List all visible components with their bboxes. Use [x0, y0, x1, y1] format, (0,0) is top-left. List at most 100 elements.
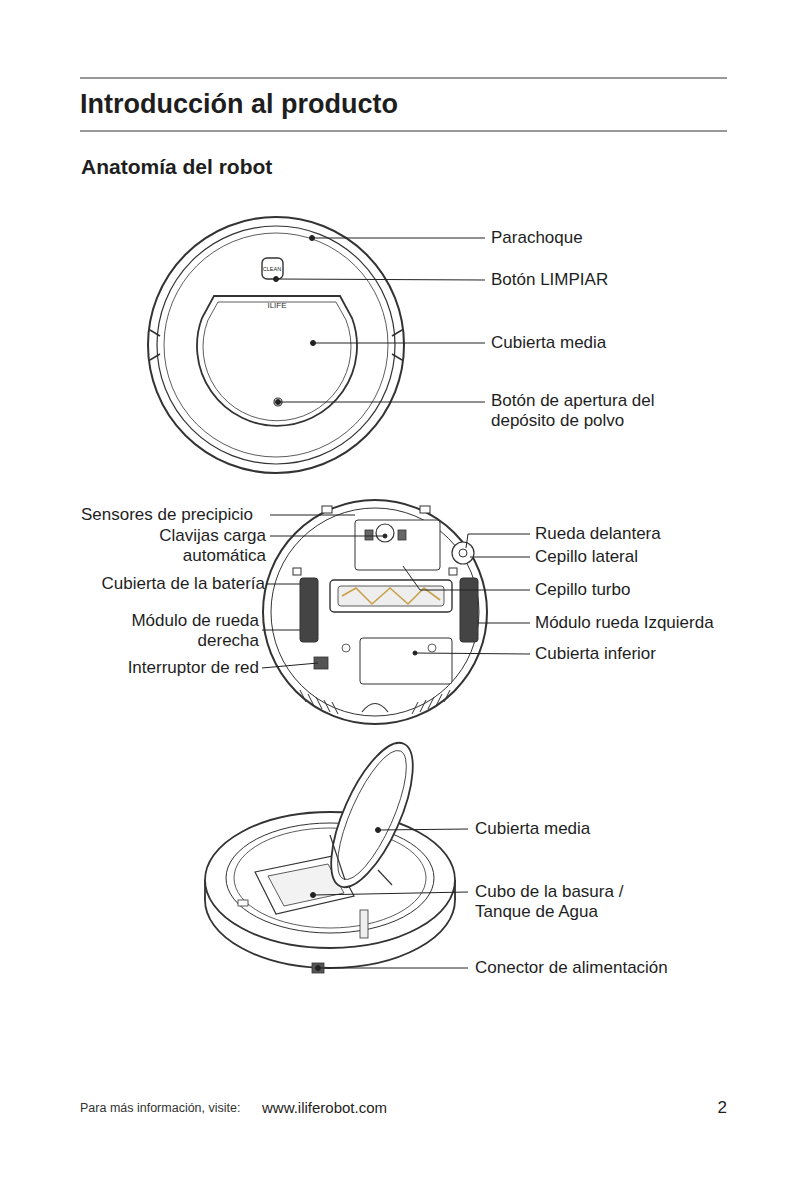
robot-top-view-part	[274, 398, 282, 406]
robot-top-view-part	[203, 302, 351, 421]
leader-lines-part	[478, 623, 530, 624]
robot-top-view-part	[157, 226, 395, 464]
leader-lines-part	[276, 400, 281, 405]
robot-open-view-part	[226, 823, 434, 933]
leader-lines-part	[316, 966, 321, 971]
leader-lines-part	[420, 590, 530, 591]
robot-bottom-view-part	[412, 690, 450, 714]
robot-top-view-part	[392, 354, 402, 360]
robot-bottom-view-part	[355, 520, 440, 570]
robot-bottom-view-part	[460, 578, 478, 642]
robot-top-view-part	[150, 354, 160, 360]
leader-lines-part	[415, 653, 530, 654]
part-label: Sensores de precipicio	[81, 505, 281, 524]
part-label: Cubierta media	[475, 819, 695, 838]
leader-lines-part	[311, 893, 316, 898]
page-rules-part	[80, 78, 727, 79]
robot-bottom-view-part	[293, 568, 301, 575]
part-label: Conector de alimentación	[475, 958, 715, 977]
leader-lines-part	[376, 828, 381, 833]
robot-top-view-part	[150, 330, 160, 336]
leader-lines-part	[313, 892, 468, 895]
part-label: Cubierta inferior	[535, 644, 735, 663]
robot-bottom-view-part	[376, 524, 394, 542]
leader-lines-part	[383, 534, 387, 538]
robot-open-view	[205, 732, 455, 973]
leader-lines-part	[466, 534, 468, 548]
leader-lines-part	[312, 238, 485, 239]
leader-lines	[274, 236, 486, 405]
robot-top-view-part	[148, 217, 404, 473]
leader-lines-part	[378, 829, 468, 830]
robot-open-view-part	[324, 743, 419, 888]
robot-bottom-view-part	[452, 542, 474, 564]
leader-lines-part	[403, 566, 420, 590]
robot-bottom-view-part	[449, 568, 457, 575]
robot-bottom-view-part	[342, 644, 350, 652]
leader-lines-part	[313, 343, 485, 344]
robot-bottom-view-part	[459, 549, 467, 557]
robot-bottom-view	[263, 500, 487, 724]
part-label: Clavijas carga automática	[138, 526, 266, 564]
leader-lines-part	[266, 584, 300, 585]
part-label: Cubo de la basura / Tanque de Agua	[475, 882, 647, 920]
robot-open-view-part	[315, 732, 430, 897]
robot-bottom-view-part	[271, 508, 479, 716]
part-label: Cubierta de la batería	[75, 574, 265, 593]
leader-lines-part	[270, 536, 385, 537]
part-label: Parachoque	[491, 228, 711, 247]
part-label: Módulo de rueda derecha	[109, 611, 259, 649]
leader-lines-part	[278, 402, 485, 403]
robot-bottom-view-part	[330, 580, 452, 612]
robot-bottom-view-part	[420, 506, 430, 513]
part-label: Interruptor de red	[89, 658, 259, 677]
robot-top-view-part	[197, 296, 357, 426]
leader-lines-part	[470, 557, 530, 558]
leader-lines-part	[468, 534, 530, 535]
robot-bottom-view-part	[300, 690, 338, 714]
page-title: Introducción al producto	[80, 89, 720, 119]
section-heading: Anatomía del robot	[81, 155, 481, 179]
leader-lines-part	[413, 651, 417, 655]
robot-bottom-view-part	[398, 530, 406, 540]
leader-lines-part	[262, 663, 318, 668]
part-label: Cepillo lateral	[535, 547, 735, 566]
robot-bottom-view-part	[365, 530, 373, 540]
leader-lines-part	[276, 279, 485, 280]
footer-url: www.iliferobot.com	[262, 1100, 432, 1117]
robot-bottom-view-part	[263, 500, 487, 724]
robot-bottom-view-part	[322, 506, 332, 513]
robot-open-view-part	[360, 910, 368, 938]
part-label: Módulo rueda Izquierda	[535, 613, 755, 632]
robot-open-view-part	[330, 835, 345, 880]
part-label: Botón de apertura del depósito de polvo	[491, 391, 681, 429]
robot-bottom-view-part	[300, 578, 318, 642]
robot-bottom-view-part	[362, 704, 388, 713]
robot-top-view-part	[164, 233, 388, 457]
page-rules-part	[80, 131, 727, 132]
robot-top-view-part	[392, 330, 402, 336]
robot-top-view	[148, 217, 404, 473]
part-label: Cubierta media	[491, 333, 711, 352]
leader-lines-part	[318, 968, 468, 969]
robot-open-view-part	[234, 828, 426, 928]
robot-open-view-part	[378, 870, 392, 885]
leader-lines-part	[310, 236, 315, 241]
page-rules	[80, 78, 727, 131]
robot-bottom-view-part	[428, 644, 436, 652]
button-text: CLEAN	[257, 266, 287, 272]
page-number: 2	[697, 1098, 727, 1117]
footer-note: Para más información, visite:	[80, 1101, 270, 1115]
part-label: Rueda delantera	[535, 524, 735, 543]
brand-logo: ILIFE	[257, 302, 297, 311]
robot-bottom-view-part	[338, 586, 444, 606]
leader-lines	[262, 515, 530, 668]
leader-lines-part	[274, 277, 279, 282]
robot-open-view-part	[205, 812, 455, 948]
part-label: Botón LIMPIAR	[491, 270, 711, 289]
leader-lines	[311, 828, 469, 971]
leader-lines-part	[270, 515, 355, 516]
robot-open-view-part	[238, 900, 248, 906]
